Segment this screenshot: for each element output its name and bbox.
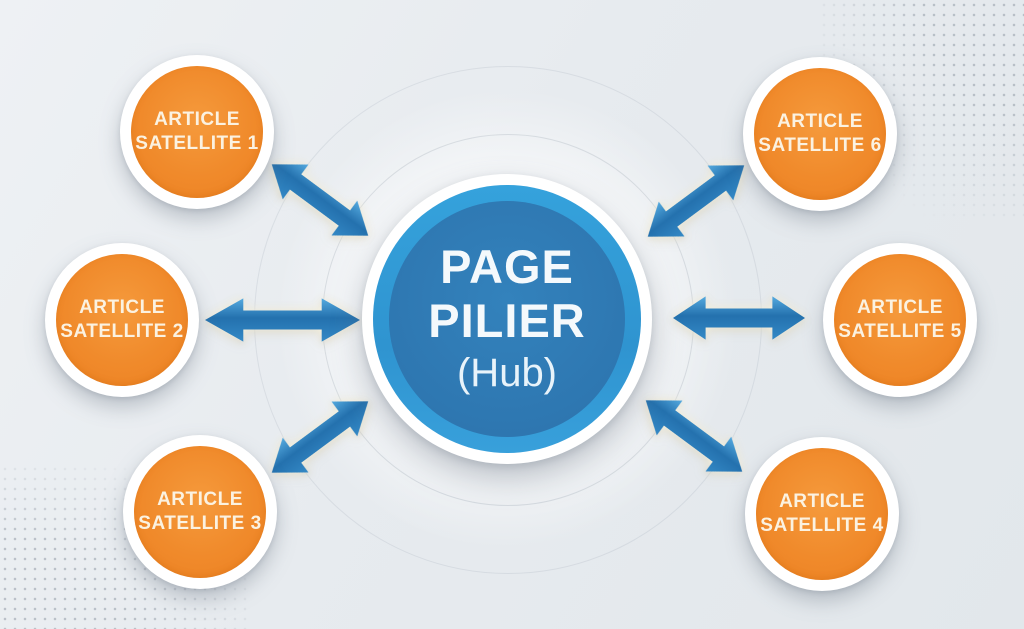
satellite-label-line2: SATELLITE 5 xyxy=(838,321,962,342)
double-arrow-icon xyxy=(645,400,743,472)
satellite-label-line1: ARTICLE xyxy=(157,489,243,510)
satellite-node-6: ARTICLE SATELLITE 6 xyxy=(743,57,897,211)
satellite-label-line2: SATELLITE 4 xyxy=(760,515,884,536)
double-arrow-icon xyxy=(205,298,360,342)
satellite-label-line1: ARTICLE xyxy=(79,297,165,318)
satellite-circle: ARTICLE SATELLITE 1 xyxy=(131,66,263,198)
satellite-node-1: ARTICLE SATELLITE 1 xyxy=(120,55,274,209)
satellite-circle: ARTICLE SATELLITE 2 xyxy=(56,254,188,386)
hub-title-line1: PAGE xyxy=(440,240,574,293)
satellite-label-line2: SATELLITE 3 xyxy=(138,513,262,534)
satellite-label-line2: SATELLITE 1 xyxy=(135,133,259,154)
satellite-circle: ARTICLE SATELLITE 6 xyxy=(754,68,886,200)
double-arrow-icon xyxy=(271,401,369,473)
satellite-node-2: ARTICLE SATELLITE 2 xyxy=(45,243,199,397)
satellite-label-line1: ARTICLE xyxy=(857,297,943,318)
double-arrow-icon xyxy=(271,164,369,236)
arrow-satellite1-hub xyxy=(256,143,383,256)
arrow-satellite6-hub xyxy=(632,144,759,257)
satellite-circle: ARTICLE SATELLITE 5 xyxy=(834,254,966,386)
double-arrow-icon xyxy=(647,165,745,237)
arrow-satellite4-hub xyxy=(630,379,757,492)
hub-subtitle: (Hub) xyxy=(456,351,558,395)
satellite-circle: ARTICLE SATELLITE 4 xyxy=(756,448,888,580)
satellite-label-line1: ARTICLE xyxy=(777,111,863,132)
satellite-label-line1: ARTICLE xyxy=(154,109,240,130)
satellite-node-5: ARTICLE SATELLITE 5 xyxy=(823,243,977,397)
double-arrow-icon xyxy=(673,296,805,340)
satellite-label-line2: SATELLITE 6 xyxy=(758,135,882,156)
satellite-node-3: ARTICLE SATELLITE 3 xyxy=(123,435,277,589)
arrow-satellite2-hub xyxy=(205,294,360,346)
satellite-circle: ARTICLE SATELLITE 3 xyxy=(134,446,266,578)
satellite-label-line1: ARTICLE xyxy=(779,491,865,512)
hub-core: PAGE PILIER (Hub) xyxy=(389,201,625,437)
satellite-label-line2: SATELLITE 2 xyxy=(60,321,184,342)
arrow-satellite5-hub xyxy=(673,292,805,344)
hub-title-line2: PILIER xyxy=(428,294,586,347)
hub-node: PAGE PILIER (Hub) xyxy=(362,174,652,464)
satellite-node-4: ARTICLE SATELLITE 4 xyxy=(745,437,899,591)
arrow-satellite3-hub xyxy=(256,380,383,493)
